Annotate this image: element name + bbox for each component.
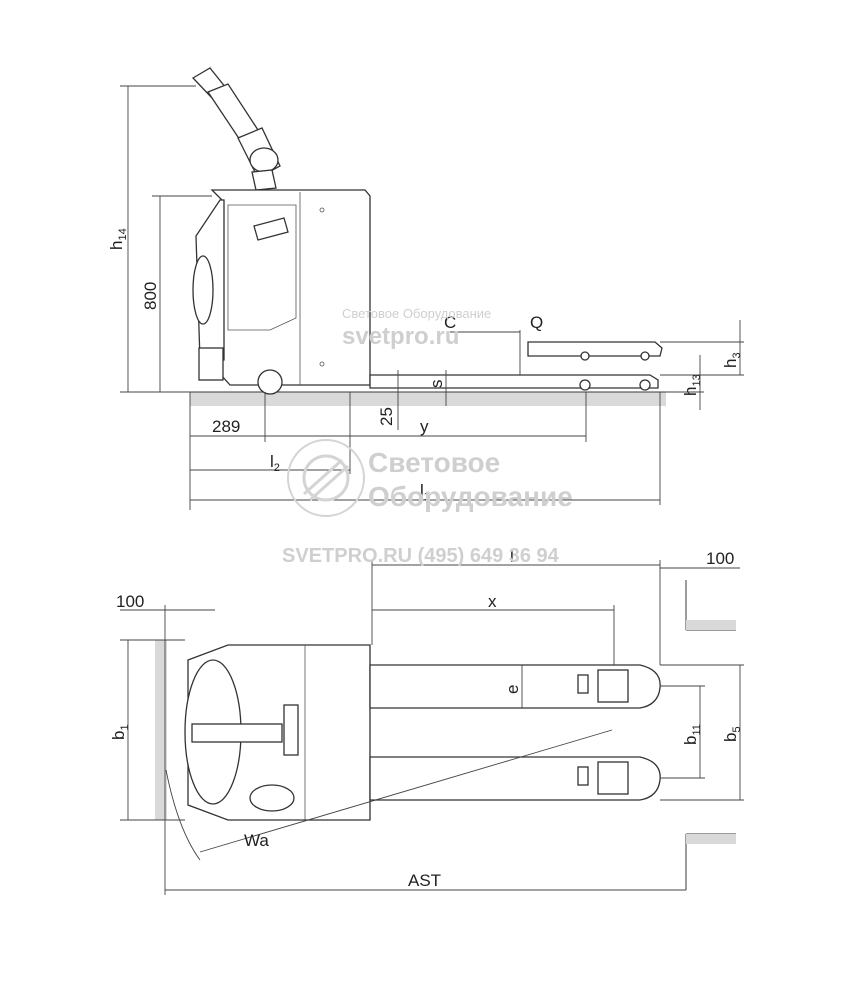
watermark-big-line1: Световое: [368, 447, 500, 478]
l2-label: l2: [270, 452, 280, 474]
d100-right-label: 100: [706, 549, 734, 568]
watermarks: Световое Оборудование svetpro.ru Светово…: [282, 306, 573, 567]
forks-lowered: [369, 374, 659, 391]
watermark-big-line2: Оборудование: [368, 481, 573, 512]
b5-label: b5: [721, 726, 743, 742]
h13-label: h13: [681, 374, 703, 396]
e-label: e: [503, 685, 522, 694]
tiller-handle: [191, 67, 281, 191]
c-label: C: [444, 313, 456, 332]
height-dimensions: [120, 85, 212, 393]
side-view: h14 800 289 25 y s C Q l2 l1 h3 h13: [107, 67, 744, 510]
h3-label: h3: [721, 352, 743, 368]
h14-label: h14: [107, 228, 129, 250]
forks-top: [369, 664, 661, 801]
b11-label: b11: [681, 724, 703, 745]
truck-chassis-top: [184, 644, 371, 821]
l1-label: l1: [420, 481, 430, 503]
truck-body: [192, 189, 371, 395]
right-wall-top: [685, 580, 736, 631]
d25-label: 25: [377, 407, 396, 426]
right-wall-bottom: [685, 833, 736, 890]
top-view-dimensions: [120, 560, 744, 895]
watermark-top-line1: Световое Оборудование: [342, 306, 491, 321]
right-height-dimensions: [660, 320, 744, 410]
ast-label: AST: [408, 871, 441, 890]
wa-label: Wa: [244, 831, 269, 850]
floor-hatch: [190, 392, 666, 406]
b1-label: b1: [109, 724, 131, 740]
left-wall: [155, 640, 167, 820]
d100-left-label: 100: [116, 592, 144, 611]
y-label: y: [420, 417, 429, 436]
x-label: x: [488, 592, 497, 611]
l-label: l: [510, 547, 514, 566]
d289-label: 289: [212, 417, 240, 436]
top-view: 100 100 x e b1 b11 b5 Wa AST l: [109, 547, 744, 895]
forks-raised: [519, 330, 663, 375]
d800-label: 800: [141, 282, 160, 310]
watermark-logo: [287, 439, 365, 517]
watermark-contact: SVETPRO.RU (495) 649 36 94: [282, 545, 560, 567]
q-label: Q: [530, 313, 543, 332]
watermark-top-line2: svetpro.ru: [342, 323, 459, 350]
length-dimensions: [189, 331, 661, 510]
s-label: s: [427, 380, 446, 389]
